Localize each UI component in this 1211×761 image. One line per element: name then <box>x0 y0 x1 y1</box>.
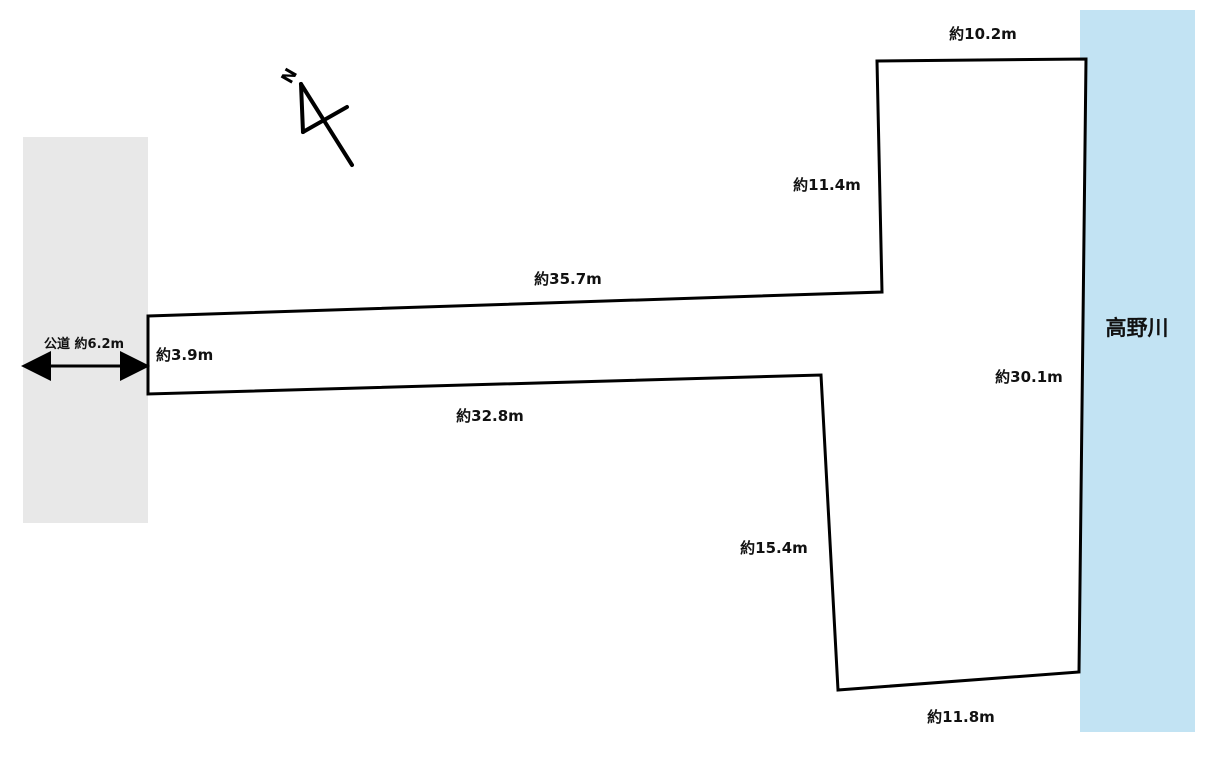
lot-outline <box>146 57 1088 692</box>
dim-upper-left-side: 約11.4m <box>793 176 861 194</box>
north-arrow-icon <box>299 82 354 167</box>
dim-lower-left-side: 約15.4m <box>740 539 808 557</box>
road-label: 公道 約6.2m <box>44 336 124 352</box>
north-label: N <box>278 65 302 87</box>
dim-lower-long: 約32.8m <box>456 407 524 425</box>
river <box>1080 10 1195 732</box>
dim-top: 約10.2m <box>949 25 1017 43</box>
dim-upper-long: 約35.7m <box>534 270 602 288</box>
public-road <box>23 137 148 523</box>
dim-frontage: 約3.9m <box>156 346 213 364</box>
river-label: 高野川 <box>1106 316 1169 340</box>
dim-bottom: 約11.8m <box>927 708 995 726</box>
dim-right-side: 約30.1m <box>995 368 1063 386</box>
